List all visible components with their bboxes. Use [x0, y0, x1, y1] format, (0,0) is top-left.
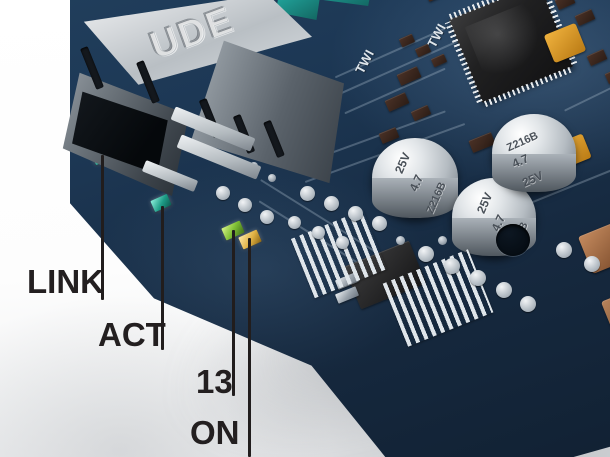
leader-line-on	[248, 238, 251, 457]
green-header-connector-2	[320, 0, 376, 6]
callout-label-act: ACT	[98, 316, 166, 353]
callout-label-13: 13	[196, 363, 233, 400]
leader-line-act	[161, 206, 164, 350]
callout-label-on: ON	[190, 414, 240, 451]
mounting-hole	[496, 224, 530, 256]
leader-line-13	[232, 230, 235, 396]
rj45-ethernet-jack: UDE	[62, 0, 344, 220]
leader-line-link	[101, 155, 104, 300]
callout-label-link: LINK	[27, 263, 104, 300]
